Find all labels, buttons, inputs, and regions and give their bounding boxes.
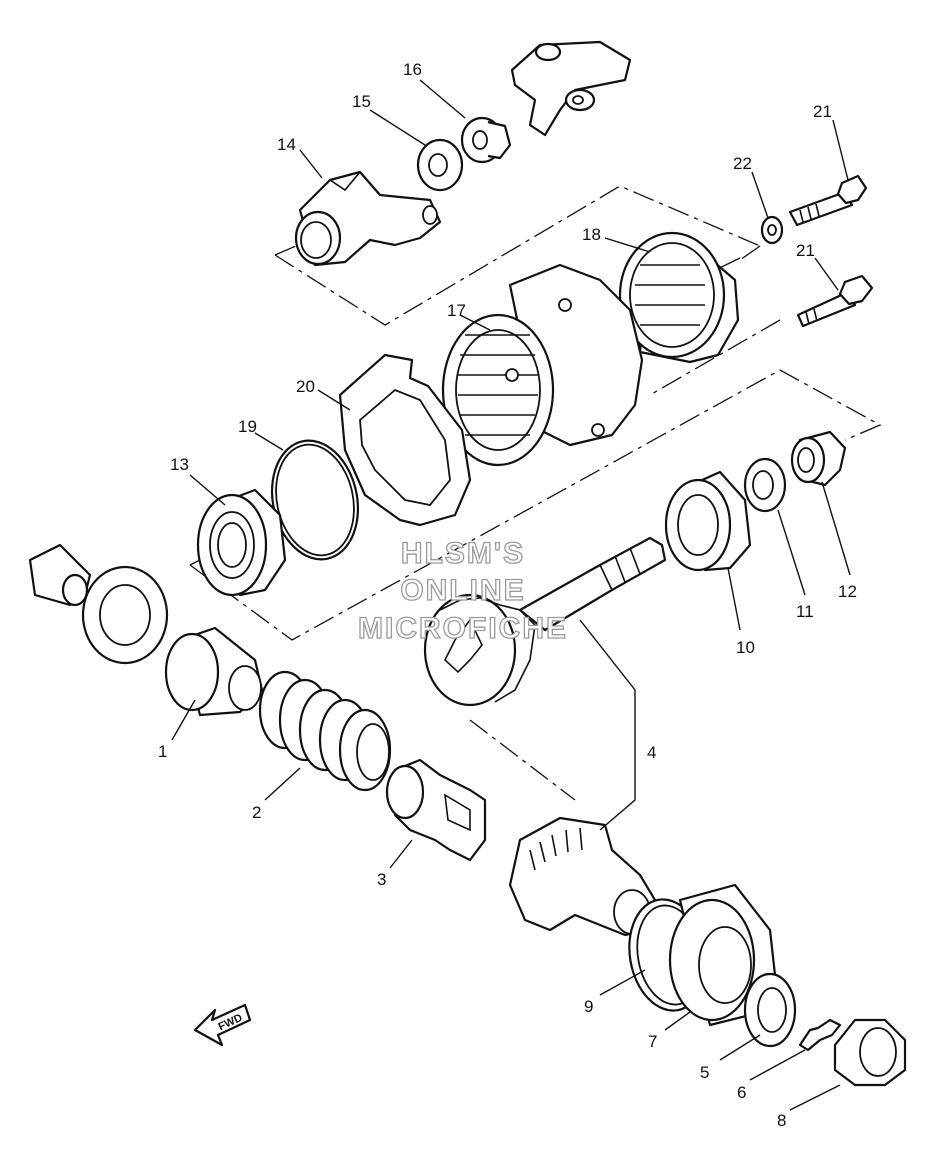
part-21-bolt-lower — [796, 274, 874, 328]
guide-gear-axis — [469, 719, 576, 801]
guide-yoke-group — [274, 185, 761, 326]
callout-21-lower: 21 — [796, 241, 815, 260]
watermark: HLSM'S ONLINE MICROFICHE — [357, 536, 568, 645]
part-20-plate — [338, 353, 472, 527]
part-13-bearing — [196, 488, 287, 597]
callout-2: 2 — [252, 803, 261, 822]
callout-18: 18 — [582, 225, 601, 244]
universal-joint — [510, 40, 632, 137]
leader-4 — [579, 619, 636, 831]
watermark-line-2: ONLINE — [400, 574, 525, 607]
part-5-washer — [743, 972, 797, 1048]
callout-1: 1 — [158, 742, 167, 761]
fwd-arrow-icon: FWD — [193, 1003, 252, 1047]
callout-15: 15 — [352, 92, 371, 111]
part-18-sleeve — [618, 231, 740, 364]
callout-3: 3 — [377, 870, 386, 889]
callout-16: 16 — [403, 60, 422, 79]
callout-13: 13 — [170, 455, 189, 474]
callout-8: 8 — [777, 1111, 786, 1130]
callout-numbers: 1 2 3 4 5 6 7 8 9 10 11 12 13 14 15 16 1… — [158, 60, 857, 1130]
callout-22: 22 — [733, 154, 752, 173]
callout-14: 14 — [277, 135, 296, 154]
shaft-end — [28, 543, 92, 607]
watermark-line-1: HLSM'S — [401, 537, 525, 570]
callout-17: 17 — [447, 301, 466, 320]
callout-4: 4 — [647, 743, 656, 762]
watermark-line-3: MICROFICHE — [358, 612, 568, 645]
part-22-washer — [760, 215, 784, 245]
guide-bolt-lower — [649, 319, 781, 396]
part-15-washer — [416, 138, 464, 192]
part-3-clutch — [385, 758, 487, 862]
part-21-bolt-upper — [788, 174, 868, 227]
callout-21-upper: 21 — [813, 102, 832, 121]
part-11-washer — [743, 457, 787, 513]
part-7-bearing — [668, 883, 777, 1027]
callout-leaders — [171, 79, 851, 1111]
part-10-bearing — [664, 470, 752, 572]
part-19-o-ring — [270, 439, 360, 561]
part-14-yoke — [294, 170, 442, 267]
part-12-collar — [790, 430, 847, 487]
callout-6: 6 — [737, 1083, 746, 1102]
part-16-nut — [460, 116, 512, 164]
part-6-lock-washer — [798, 1018, 842, 1052]
callout-5: 5 — [700, 1063, 709, 1082]
callout-10: 10 — [736, 638, 755, 657]
guide-bearing-group — [189, 369, 882, 641]
guide-bolt-upper — [739, 245, 761, 261]
part-1-collar — [164, 626, 264, 717]
callout-12: 12 — [838, 582, 857, 601]
part-17-housing — [441, 263, 644, 467]
callout-19: 19 — [238, 417, 257, 436]
callout-7: 7 — [648, 1032, 657, 1051]
callout-11: 11 — [796, 602, 814, 621]
part-2-spring — [258, 670, 392, 792]
part-8-nut — [833, 1018, 907, 1087]
callout-20: 20 — [296, 377, 315, 396]
oil-seal — [81, 565, 169, 665]
part-4-pinion-shaft — [423, 536, 667, 707]
callout-9: 9 — [584, 997, 593, 1016]
